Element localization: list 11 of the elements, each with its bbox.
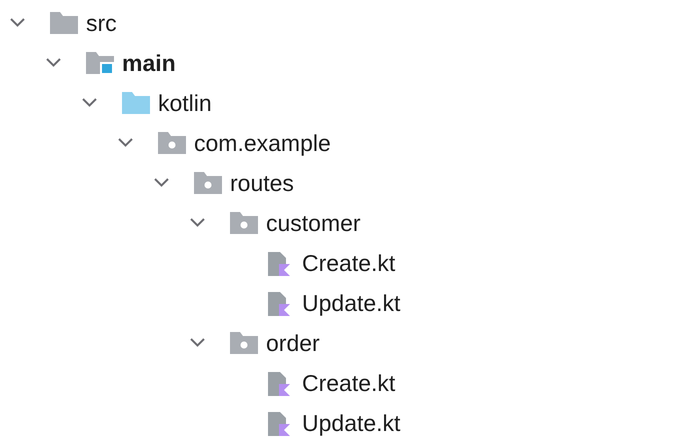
folder-name: routes: [230, 169, 294, 197]
file-name: Create.kt: [302, 249, 396, 277]
file-name: Update.kt: [302, 289, 400, 317]
folder-name: kotlin: [158, 89, 212, 117]
file-name: Create.kt: [302, 369, 396, 397]
folder-name: main: [122, 49, 176, 77]
folder-name: src: [86, 9, 117, 37]
folder-name: order: [266, 329, 320, 357]
folder-name: customer: [266, 209, 361, 237]
folder-name: com.example: [194, 129, 331, 157]
file-name: Update.kt: [302, 409, 400, 437]
